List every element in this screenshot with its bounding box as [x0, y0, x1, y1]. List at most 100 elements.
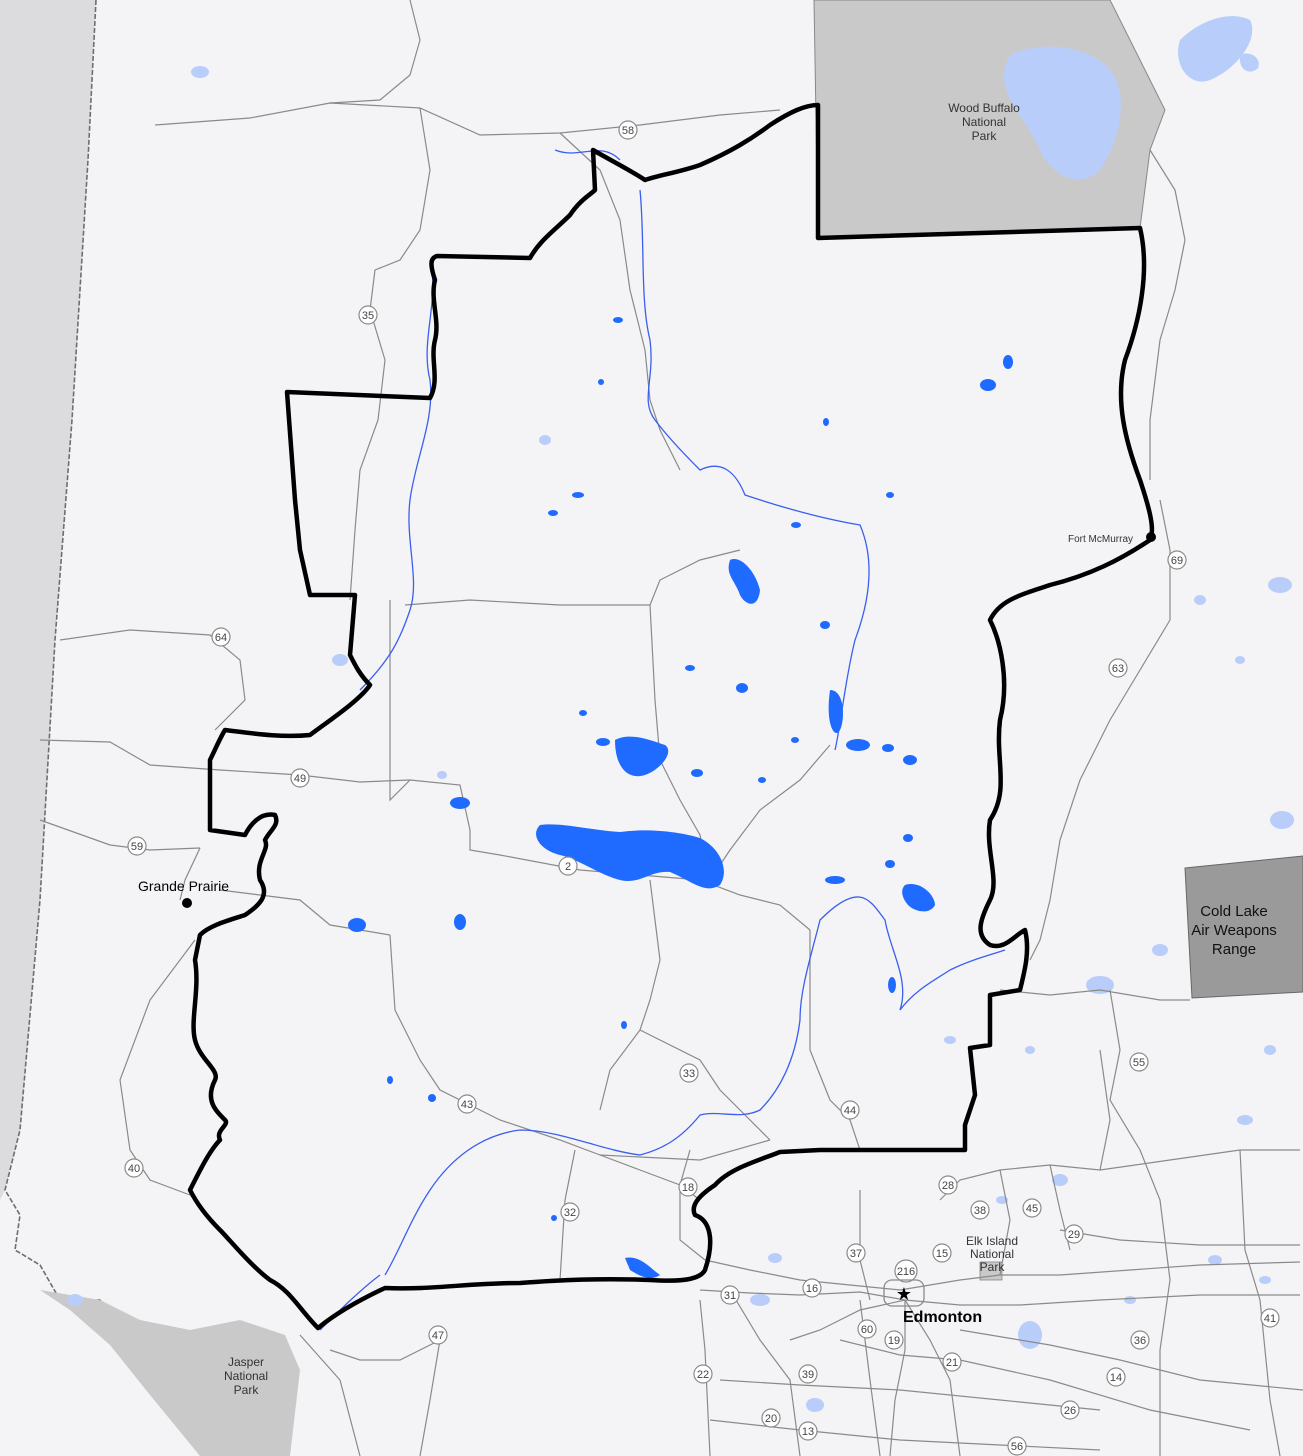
shield-icon [1108, 658, 1128, 678]
shield-icon [761, 1408, 781, 1428]
highway-shield-47: 47 [428, 1325, 448, 1345]
highway-number: 69 [1171, 555, 1183, 567]
highway-shield-33: 33 [679, 1063, 699, 1083]
study-area-boundary [187, 102, 1155, 1331]
highway-shield-31: 31 [720, 1285, 740, 1305]
highway-shield-44: 44 [840, 1100, 860, 1120]
park-label-line: National [962, 115, 1006, 129]
highway-shield-55: 55 [1129, 1052, 1149, 1072]
shield-icon [1022, 1198, 1042, 1218]
highway-number: 44 [844, 1105, 856, 1117]
highway-number: 2 [565, 861, 571, 873]
highway-shield-45: 45 [1022, 1198, 1042, 1218]
highway-number: 31 [724, 1290, 736, 1302]
park-label-line: Air Weapons [1191, 922, 1277, 939]
highway-shield-20: 20 [761, 1408, 781, 1428]
highway-number: 36 [1134, 1335, 1146, 1347]
highway-shield-58: 58 [618, 120, 638, 140]
dot-icon [1146, 532, 1156, 542]
shield-icon [938, 1175, 958, 1195]
shield-icon [428, 1325, 448, 1345]
shield-icon [1106, 1367, 1126, 1387]
highway-shield-59: 59 [127, 836, 147, 856]
shield-icon [1129, 1052, 1149, 1072]
highway-shield-29: 29 [1064, 1224, 1084, 1244]
road-network [39, 0, 1303, 1456]
highway-number: 39 [802, 1369, 814, 1381]
shield-icon [457, 1094, 477, 1114]
shield-icon [1064, 1224, 1084, 1244]
highway-number: 49 [294, 773, 306, 785]
highway-shield-35: 35 [358, 305, 378, 325]
highway-shield-43: 43 [457, 1094, 477, 1114]
highway-number: 35 [362, 310, 374, 322]
highway-number: 43 [461, 1099, 473, 1111]
shield-icon [798, 1364, 818, 1384]
highway-number: 56 [1011, 1441, 1023, 1453]
highway-number: 19 [888, 1335, 900, 1347]
shield-icon [290, 768, 310, 788]
shield-icon [124, 1158, 144, 1178]
dark-lakes [348, 317, 1013, 1278]
park-label-line: National [224, 1369, 268, 1383]
park-label-line: Park [980, 1260, 1006, 1274]
highway-shield-36: 36 [1130, 1330, 1150, 1350]
shield-icon [798, 1421, 818, 1441]
highway-number: 216 [897, 1266, 915, 1278]
highway-number: 16 [806, 1283, 818, 1295]
park-label-line: Range [1212, 941, 1256, 958]
highway-shield-18: 18 [678, 1177, 698, 1197]
highway-shield-63: 63 [1108, 658, 1128, 678]
shield-icon [884, 1330, 904, 1350]
shield-icon [932, 1243, 952, 1263]
highway-number: 47 [432, 1330, 444, 1342]
highway-shield-2: 2 [558, 856, 578, 876]
highway-shield-64: 64 [211, 627, 231, 647]
highway-number: 14 [1110, 1372, 1122, 1384]
highway-shield-37: 37 [846, 1243, 866, 1263]
shield-icon [1167, 550, 1187, 570]
shield-icon [894, 1259, 918, 1283]
park-label-line: Cold Lake [1200, 903, 1268, 920]
highway-shield-49: 49 [290, 768, 310, 788]
park-label-line: Wood Buffalo [948, 101, 1020, 115]
city-edmonton: ★ Edmonton [883, 1279, 982, 1326]
shield-icon [1007, 1436, 1027, 1456]
shield-icon [720, 1285, 740, 1305]
city-label-fort-mcmurray: Fort McMurray [1068, 534, 1133, 545]
highway-number: 22 [697, 1369, 709, 1381]
shield-icon [358, 305, 378, 325]
dot-icon [182, 898, 192, 908]
highway-number: 58 [622, 125, 634, 137]
highway-shield-56: 56 [1007, 1436, 1027, 1456]
shield-icon [211, 627, 231, 647]
highway-number: 60 [861, 1324, 873, 1336]
park-label-line: Jasper [228, 1355, 264, 1369]
highway-number: 20 [765, 1413, 777, 1425]
city-label-edmonton: Edmonton [903, 1309, 982, 1326]
city-fort-mcmurray: Fort McMurray [1068, 532, 1156, 545]
shield-icon [1260, 1308, 1280, 1328]
light-lakes [67, 16, 1294, 1412]
highway-shield-32: 32 [560, 1202, 580, 1222]
highway-shield-19: 19 [884, 1330, 904, 1350]
shield-icon [846, 1243, 866, 1263]
edmonton-ring-road [883, 1279, 925, 1307]
highway-number: 29 [1068, 1229, 1080, 1241]
jasper-park-area [40, 1290, 300, 1456]
highway-shield-40: 40 [124, 1158, 144, 1178]
shield-icon [840, 1100, 860, 1120]
highway-shield-60: 60 [857, 1319, 877, 1339]
highway-number: 37 [850, 1248, 862, 1260]
highway-shield-41: 41 [1260, 1308, 1280, 1328]
park-label-line: Park [234, 1383, 260, 1397]
highway-number: 41 [1264, 1313, 1276, 1325]
shield-icon [678, 1177, 698, 1197]
